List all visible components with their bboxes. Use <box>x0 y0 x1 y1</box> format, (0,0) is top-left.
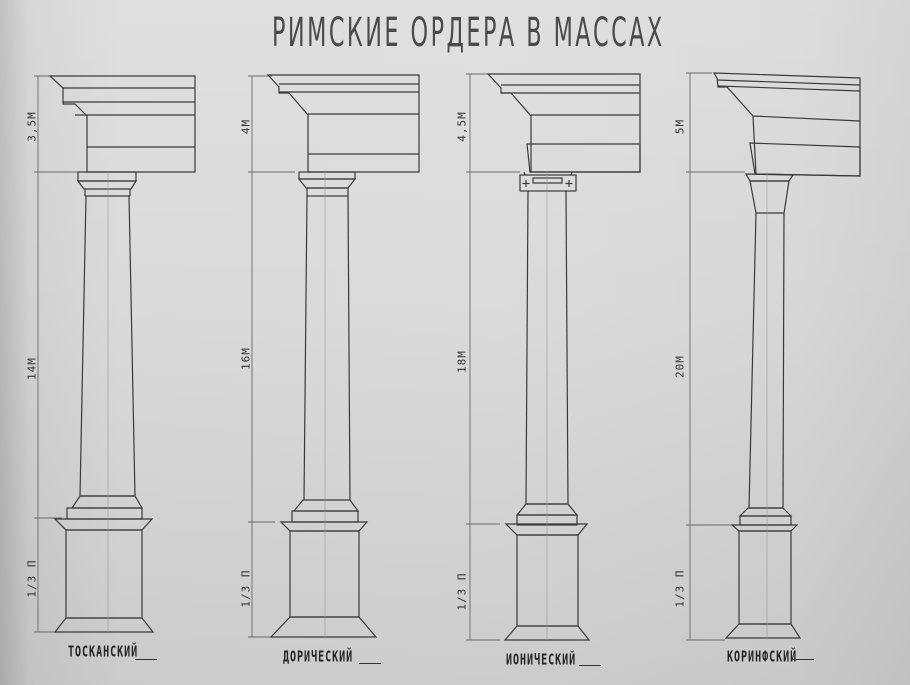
tuscan-order <box>34 75 196 633</box>
ionic-entablature-dim: 4,5М <box>455 111 469 142</box>
corinthian-column-dim: 20М <box>673 355 687 378</box>
corinthian-pedestal-dim: 1/3 П <box>673 569 687 608</box>
ionic-column-dim: 18М <box>455 350 469 373</box>
tuscan-entablature-dim: 3,5М <box>25 111 39 142</box>
ionic-order-label: ИОНИЧЕСКИЙ <box>506 652 577 669</box>
tuscan-order-label: ТОСКАНСКИЙ <box>68 644 139 661</box>
corinthian-entablature-dim: 5М <box>673 118 687 135</box>
tuscan-column-dim: 14М <box>25 357 39 380</box>
ionic-order <box>466 73 641 641</box>
ionic-label-underline <box>579 665 601 666</box>
doric-pedestal-dim: 1/3 П <box>239 569 253 608</box>
doric-order <box>248 74 420 638</box>
doric-entablature-dim: 4М <box>239 118 253 135</box>
corinthian-label-underline <box>792 659 814 660</box>
doric-label-underline <box>359 663 381 664</box>
doric-order-label: ДОРИЧЕСКИЙ <box>283 649 354 666</box>
tuscan-label-underline <box>135 659 157 660</box>
tuscan-pedestal-dim: 1/3 П <box>25 559 39 598</box>
ionic-pedestal-dim: 1/3 П <box>455 572 469 611</box>
corinthian-order-label: КОРИНФСКИЙ <box>727 649 798 666</box>
doric-column-dim: 16М <box>239 347 253 370</box>
corinthian-order <box>686 72 861 641</box>
